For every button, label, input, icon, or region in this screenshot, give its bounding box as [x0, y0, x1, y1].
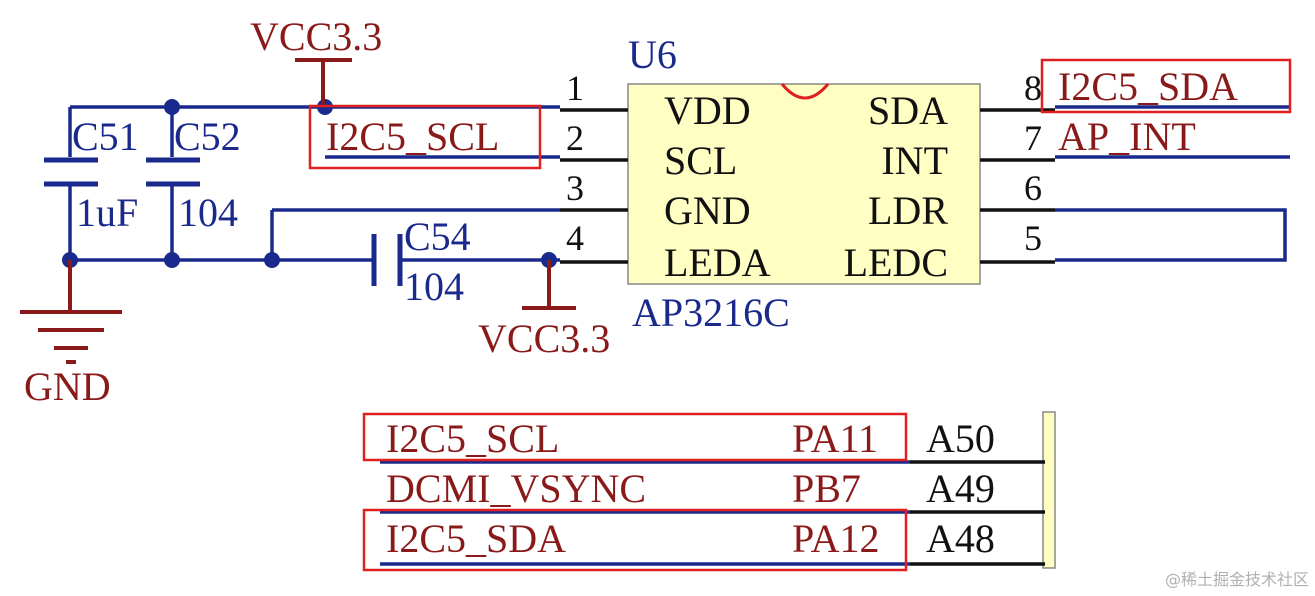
gnd-symbol	[20, 260, 122, 364]
vcc-bottom-label: VCC3.3	[478, 316, 610, 361]
pin-number: 5	[1024, 218, 1042, 258]
pin-name: LEDA	[664, 240, 771, 285]
pin-name: LDR	[868, 188, 948, 233]
mcu-pin-label: A50	[926, 416, 995, 461]
ldr-ledc-loop-wire	[1055, 208, 1287, 262]
junction-dot	[264, 252, 280, 268]
pin-name: LEDC	[844, 240, 948, 285]
mcu-port-label: PB7	[792, 466, 861, 511]
net-label-sda: I2C5_SDA	[1058, 64, 1238, 109]
highlight-box-mcu-sda	[362, 508, 908, 572]
highlight-box-sda	[1040, 58, 1292, 114]
pin-number: 7	[1024, 118, 1042, 158]
c52-symbol	[146, 157, 200, 187]
ic-pin1-notch	[780, 83, 830, 100]
c51-ref: C51	[72, 114, 139, 159]
net-label-scl: I2C5_SCL	[326, 114, 499, 159]
pin-number: 2	[566, 118, 584, 158]
mcu-net-label: DCMI_VSYNC	[386, 466, 646, 511]
highlight-box-mcu-scl	[362, 412, 908, 462]
c54-symbol	[371, 234, 403, 286]
pin-name: SCL	[664, 138, 737, 183]
junction-dot	[164, 252, 180, 268]
mcu-pin-label: A48	[926, 516, 995, 561]
c52-value: 104	[178, 190, 238, 235]
mcu-port-label: PA12	[792, 516, 879, 561]
mcu-pin-label: A49	[926, 466, 995, 511]
pin-name: GND	[664, 188, 751, 233]
vcc-top-label: VCC3.3	[250, 14, 382, 59]
ic-ref: U6	[628, 32, 677, 77]
junction-dot	[164, 99, 180, 115]
pin-number: 6	[1024, 168, 1042, 208]
net-label-ap-int: AP_INT	[1058, 114, 1196, 159]
pin-number: 1	[566, 68, 584, 108]
mcu-body-edge	[1042, 411, 1056, 569]
ic-part: AP3216C	[632, 290, 790, 335]
c54-ref: C54	[404, 214, 471, 259]
highlight-box-scl	[308, 104, 542, 170]
pin-number: 3	[566, 168, 584, 208]
pin-number: 8	[1024, 68, 1042, 108]
vcc-bottom-symbol	[522, 260, 576, 310]
pin-number: 4	[566, 218, 584, 258]
ic-body	[627, 83, 981, 285]
watermark: @稀土掘金技术社区	[1164, 570, 1309, 589]
mcu-net-label: I2C5_SCL	[386, 416, 559, 461]
c52-ref: C52	[174, 114, 241, 159]
mcu-net-label: I2C5_SDA	[386, 516, 566, 561]
pin-name: VDD	[664, 88, 751, 133]
gnd-label: GND	[24, 364, 111, 409]
c51-value: 1uF	[76, 190, 138, 235]
vcc-top-symbol	[295, 58, 352, 107]
pin-name: SDA	[868, 88, 948, 133]
c54-value: 104	[404, 264, 464, 309]
c51-symbol	[44, 157, 98, 187]
pin-name: INT	[881, 138, 948, 183]
mcu-port-label: PA11	[792, 416, 878, 461]
